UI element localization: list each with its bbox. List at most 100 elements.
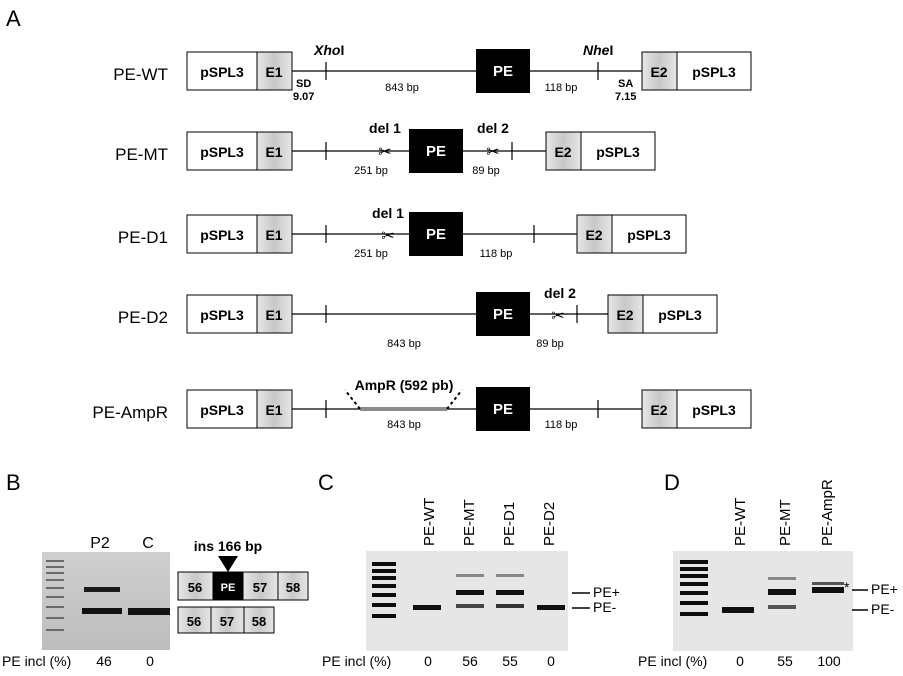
svg-text:0: 0: [547, 653, 555, 669]
construct-pe-d2: PE-D2 pSPL3 E1 843 bp PE del 2 ✂ 89 bp E…: [118, 285, 718, 350]
band: [496, 574, 524, 577]
svg-text:843 bp: 843 bp: [385, 82, 419, 94]
svg-text:E2: E2: [585, 227, 602, 243]
svg-text:PE-MT: PE-MT: [115, 145, 168, 164]
svg-text:9.07: 9.07: [293, 91, 314, 103]
lane-labels-c: PE-WT PE-MT PE-D1 PE-D2: [421, 498, 558, 546]
lane-label: P2: [90, 535, 110, 552]
lane-label: C: [142, 535, 154, 552]
ladder: [372, 562, 396, 618]
svg-text:PE+: PE+: [593, 584, 620, 600]
svg-text:pSPL3: pSPL3: [200, 144, 244, 160]
svg-text:PE incl (%): PE incl (%): [2, 653, 71, 669]
construct-pe-d1: PE-D1 pSPL3 E1 del 1 ✂ 251 bp PE 118 bp …: [118, 205, 687, 260]
svg-text:E1: E1: [265, 144, 282, 160]
svg-text:PE incl (%): PE incl (%): [322, 653, 391, 669]
svg-text:PE-MT: PE-MT: [777, 499, 794, 546]
svg-text:55: 55: [502, 653, 518, 669]
svg-text:E2: E2: [650, 64, 667, 80]
scissors-icon: ✂: [381, 228, 394, 245]
svg-text:pSPL3: pSPL3: [658, 307, 702, 323]
xhoi-site: XhoI: [313, 42, 344, 58]
svg-text:pSPL3: pSPL3: [627, 227, 671, 243]
band: [537, 605, 565, 610]
svg-text:118 bp: 118 bp: [545, 82, 578, 94]
svg-text:del 1: del 1: [372, 205, 404, 221]
svg-text:PE-D2: PE-D2: [118, 308, 168, 327]
svg-text:46: 46: [96, 653, 112, 669]
svg-text:58: 58: [252, 614, 266, 629]
exon-structure-lower: 56 57 58: [177, 606, 275, 634]
svg-text:56: 56: [188, 580, 202, 595]
svg-text:PE+: PE+: [871, 581, 898, 597]
exon-structure-upper: 56 PE 57 58: [177, 571, 309, 601]
svg-text:56: 56: [462, 653, 478, 669]
svg-text:PE-: PE-: [871, 601, 895, 617]
svg-text:0: 0: [146, 653, 154, 669]
svg-text:7.15: 7.15: [615, 91, 636, 103]
svg-text:pSPL3: pSPL3: [596, 144, 640, 160]
svg-text:E1: E1: [265, 307, 282, 323]
svg-text:118 bp: 118 bp: [545, 419, 578, 431]
svg-text:E1: E1: [265, 64, 282, 80]
band: [768, 577, 796, 580]
band: [456, 590, 484, 595]
panel-label-a: A: [6, 6, 21, 31]
svg-text:PE-D1: PE-D1: [501, 502, 518, 546]
pe-exon: [476, 49, 530, 93]
svg-text:AmpR (592 pb): AmpR (592 pb): [355, 377, 454, 393]
band: [456, 574, 484, 577]
svg-text:pSPL3: pSPL3: [200, 307, 244, 323]
band: [413, 605, 441, 610]
svg-text:100: 100: [817, 653, 841, 669]
construct-pe-ampr: PE-AmpR pSPL3 E1 AmpR (592 pb) 843 bp PE…: [92, 377, 752, 431]
svg-text:PE: PE: [493, 63, 513, 80]
panel-label-d: D: [664, 470, 680, 495]
construct-pe-wt: PE-WT pSPL3 E1 XhoI SD 9.07 843 bp PE 11…: [113, 42, 752, 103]
ladder: [46, 560, 64, 631]
svg-text:56: 56: [187, 614, 201, 629]
svg-text:pSPL3: pSPL3: [692, 64, 736, 80]
svg-text:57: 57: [220, 614, 234, 629]
svg-text:del 2: del 2: [477, 120, 509, 136]
svg-text:pSPL3: pSPL3: [200, 402, 244, 418]
band: [456, 604, 484, 608]
panel-label-c: C: [318, 470, 334, 495]
svg-text:pSPL3: pSPL3: [200, 227, 244, 243]
svg-text:PE-AmpR: PE-AmpR: [92, 403, 168, 422]
svg-text:PE: PE: [221, 582, 236, 594]
exon-e1: [256, 51, 293, 91]
band: [768, 589, 796, 595]
band: [496, 604, 524, 608]
svg-text:PE-: PE-: [593, 599, 617, 615]
svg-text:89 bp: 89 bp: [536, 338, 564, 350]
svg-text:pSPL3: pSPL3: [692, 402, 736, 418]
svg-text:PE-D2: PE-D2: [541, 502, 558, 546]
svg-text:E2: E2: [650, 402, 667, 418]
svg-text:SD: SD: [296, 78, 311, 90]
band: [128, 608, 170, 615]
svg-text:843 bp: 843 bp: [387, 419, 421, 431]
svg-text:251 bp: 251 bp: [354, 248, 388, 260]
svg-text:PE: PE: [493, 306, 513, 323]
svg-text:PE: PE: [426, 226, 446, 243]
nhei-site: NheI: [583, 42, 613, 58]
pspl3-box: [676, 51, 752, 91]
svg-text:E1: E1: [265, 402, 282, 418]
svg-text:89 bp: 89 bp: [472, 165, 500, 177]
svg-text:pSPL3: pSPL3: [200, 64, 244, 80]
svg-text:SA: SA: [618, 78, 633, 90]
svg-text:PE: PE: [493, 401, 513, 418]
svg-text:843 bp: 843 bp: [387, 338, 421, 350]
svg-text:PE incl (%): PE incl (%): [638, 653, 707, 669]
construct-name: PE-WT: [113, 65, 168, 84]
svg-text:57: 57: [253, 580, 267, 595]
svg-text:0: 0: [736, 653, 744, 669]
svg-text:PE-D1: PE-D1: [118, 228, 168, 247]
svg-text:del 2: del 2: [544, 285, 576, 301]
svg-text:PE: PE: [426, 143, 446, 160]
panel-label-b: B: [6, 470, 21, 495]
svg-text:PE-MT: PE-MT: [461, 499, 478, 546]
svg-text:PE-AmpR: PE-AmpR: [819, 479, 836, 546]
